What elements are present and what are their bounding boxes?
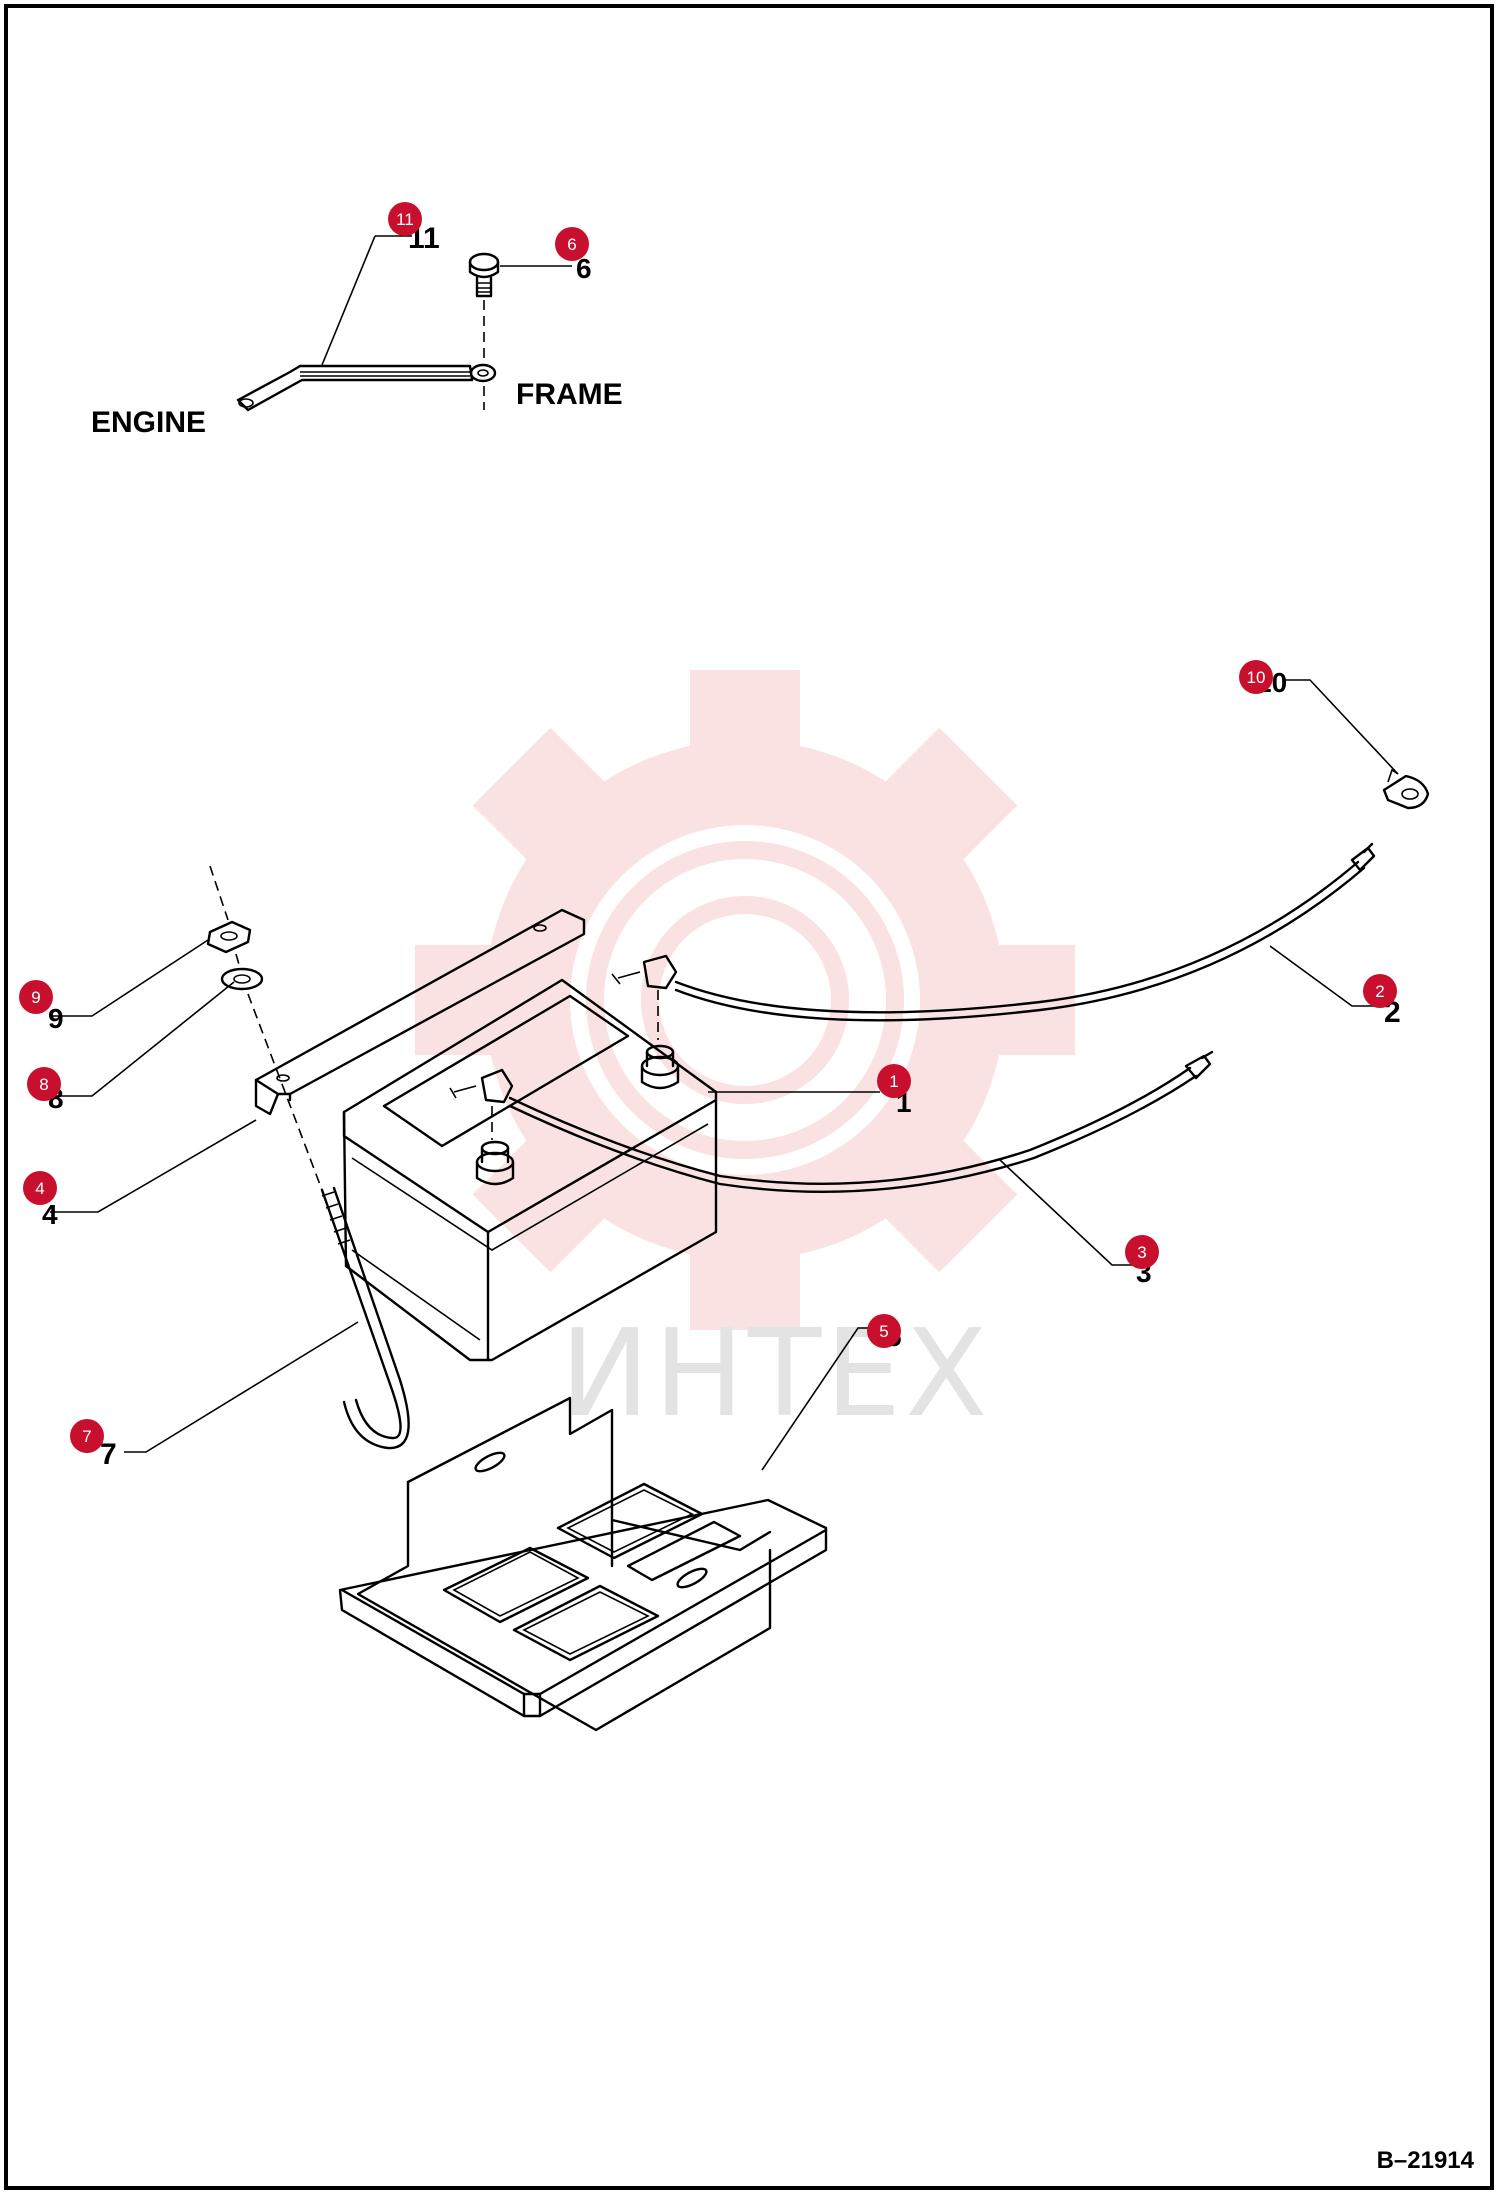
negative-cable [449, 1050, 1214, 1193]
battery-tray [338, 1396, 828, 1732]
diagram-border [4, 4, 1494, 2190]
leader-lines [50, 679, 1399, 1471]
svg-text:9: 9 [31, 988, 40, 1007]
callout-3[interactable]: 3 [1125, 1235, 1159, 1269]
svg-text:8: 8 [39, 1075, 48, 1094]
part-number-4: 4 [42, 1199, 58, 1230]
callout-6[interactable]: 6 [555, 227, 589, 261]
ground-strap [236, 363, 497, 412]
callout-9[interactable]: 9 [19, 980, 53, 1014]
hex-nut [206, 920, 252, 954]
flat-washer [220, 967, 264, 991]
part-number-6: 6 [576, 253, 592, 284]
engine-label: ENGINE [91, 406, 206, 439]
callout-markers: 1 2 3 4 5 6 7 8 [19, 202, 1397, 1453]
svg-text:3: 3 [1137, 1243, 1146, 1262]
drawing-number: B–21914 [1377, 2147, 1475, 2174]
svg-text:1: 1 [889, 1072, 898, 1091]
callout-5[interactable]: 5 [867, 1314, 901, 1348]
part-number-7: 7 [100, 1438, 117, 1471]
svg-text:2: 2 [1375, 982, 1384, 1001]
hold-down-bracket [254, 908, 586, 1116]
svg-text:5: 5 [879, 1322, 888, 1341]
svg-text:7: 7 [82, 1427, 91, 1446]
frame-bolt [468, 252, 500, 410]
callout-2[interactable]: 2 [1363, 974, 1397, 1008]
callout-4[interactable]: 4 [23, 1171, 57, 1205]
j-bolt [320, 1186, 410, 1450]
callout-11[interactable]: 11 [388, 202, 422, 236]
svg-text:10: 10 [1247, 668, 1266, 687]
frame-label: FRAME [516, 378, 623, 411]
callout-7[interactable]: 7 [70, 1419, 104, 1453]
svg-text:11: 11 [396, 210, 414, 229]
callout-1[interactable]: 1 [877, 1064, 911, 1098]
cable-clip [1382, 768, 1430, 810]
svg-text:4: 4 [35, 1179, 44, 1198]
callout-8[interactable]: 8 [27, 1067, 61, 1101]
watermark-text: ИНТЕХ [560, 1305, 991, 1444]
battery [342, 978, 718, 1362]
callout-10[interactable]: 10 [1239, 660, 1273, 694]
part-number-9: 9 [48, 1003, 64, 1034]
positive-cable [611, 842, 1376, 1040]
svg-text:6: 6 [567, 235, 576, 254]
